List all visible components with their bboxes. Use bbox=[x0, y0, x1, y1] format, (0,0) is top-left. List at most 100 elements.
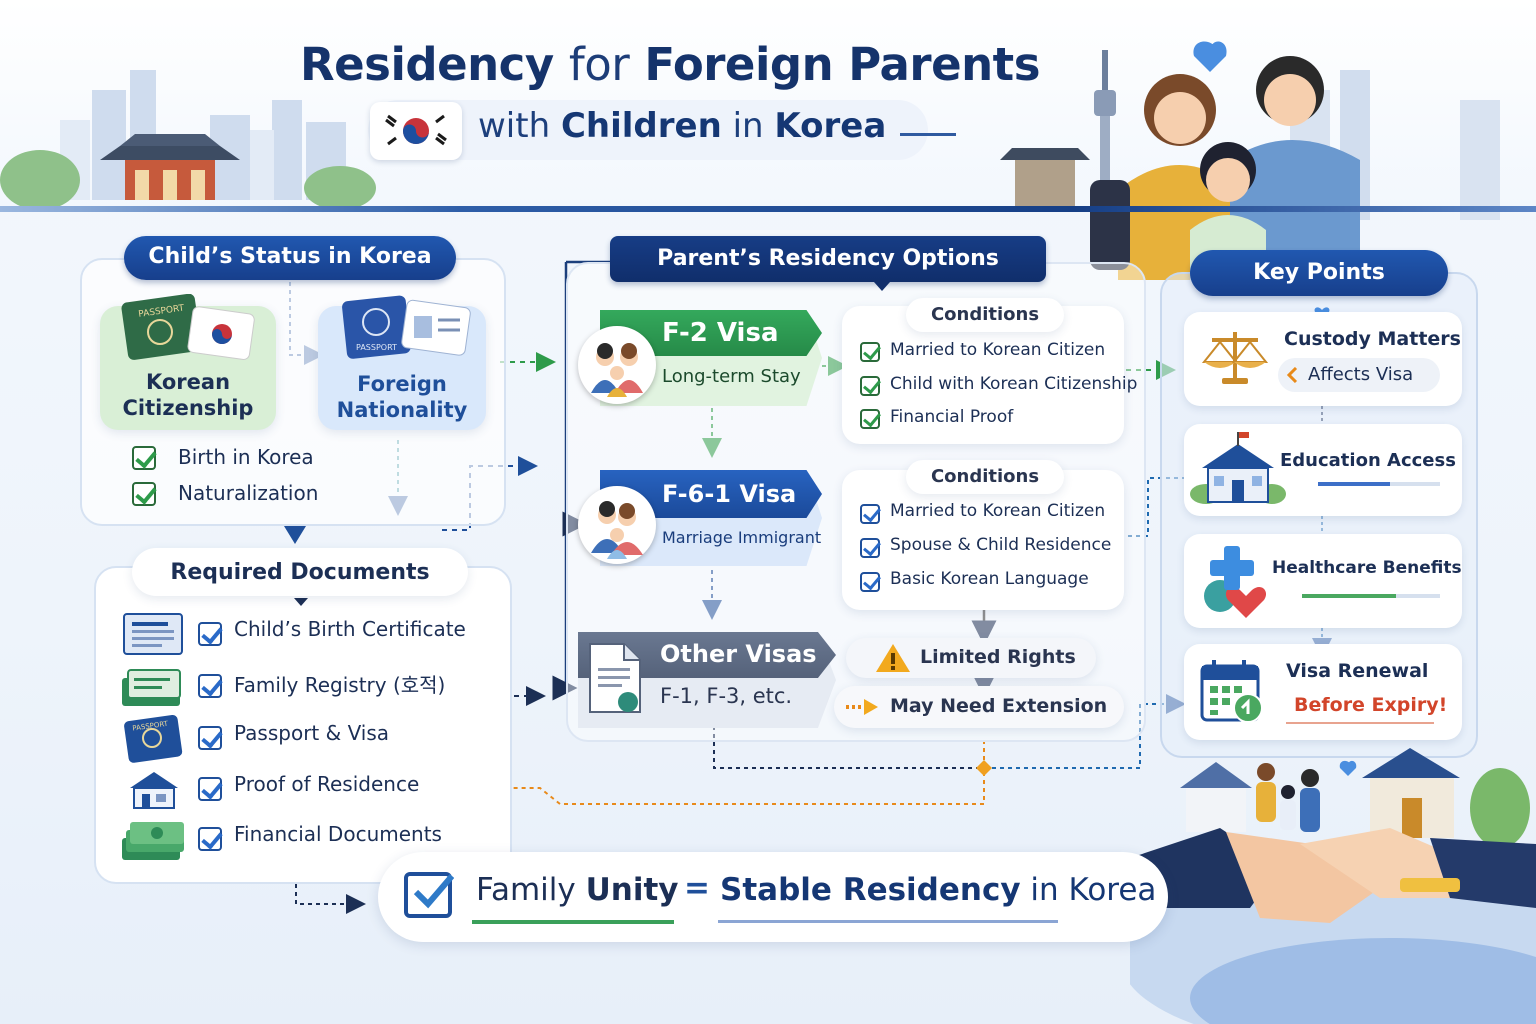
foreign-nationality-card[interactable]: PASSPORT Foreign Nationality bbox=[318, 295, 486, 430]
korea-flag-icon bbox=[370, 102, 462, 160]
f61-visa-desc: Marriage Immigrant bbox=[662, 528, 822, 547]
healthcare-label: Healthcare Benefits bbox=[1272, 558, 1462, 578]
affects-visa-label: Affects Visa bbox=[1308, 364, 1414, 385]
foreign-passport-icon: PASSPORT bbox=[342, 295, 471, 359]
education-underline-rest bbox=[1390, 482, 1440, 486]
f2-condition-item: Financial Proof bbox=[890, 407, 1014, 427]
education-label: Education Access bbox=[1280, 450, 1456, 471]
passport-flag-icon: PASSPORT bbox=[121, 294, 255, 360]
passport-icon: PASSPORT bbox=[124, 714, 183, 763]
footer-text-stable: Stable Residency in Korea bbox=[720, 872, 1157, 908]
healthcare-card[interactable]: Healthcare Benefits bbox=[1184, 534, 1462, 628]
check-icon bbox=[198, 674, 222, 698]
doc-item: Family Registry (호적) bbox=[234, 673, 446, 697]
header-divider bbox=[0, 206, 1536, 212]
education-card[interactable]: Education Access bbox=[1184, 424, 1462, 516]
korean-citizenship-label-1: Korean bbox=[145, 370, 231, 394]
subtitle-dash bbox=[900, 133, 956, 136]
f2-conditions-header: Conditions bbox=[906, 298, 1064, 332]
check-icon bbox=[198, 726, 222, 750]
handshake-illustration bbox=[1130, 748, 1536, 1024]
f2-condition-item: Child with Korean Citizenship bbox=[890, 374, 1138, 394]
education-underline bbox=[1318, 482, 1390, 486]
extension-label: May Need Extension bbox=[890, 695, 1108, 717]
heart-icon bbox=[1193, 41, 1227, 72]
extension-pill: May Need Extension bbox=[834, 686, 1124, 728]
f61-condition-item: Spouse & Child Residence bbox=[890, 535, 1112, 555]
calendar-icon bbox=[1200, 660, 1263, 723]
health-cross-heart-icon bbox=[1204, 546, 1267, 618]
family-registry-icon bbox=[122, 669, 181, 706]
f61-visa-name: F-6-1 Visa bbox=[662, 480, 797, 508]
affects-visa-pill: Affects Visa bbox=[1278, 358, 1440, 392]
family-unity-banner bbox=[378, 852, 1168, 942]
custody-card[interactable]: Custody Matters Affects Visa bbox=[1184, 312, 1462, 406]
namsan-tower-icon bbox=[1094, 50, 1116, 186]
money-icon bbox=[122, 822, 184, 860]
f61-conditions-header: Conditions bbox=[906, 460, 1064, 494]
renewal-card[interactable]: Visa Renewal Before Expiry! bbox=[1184, 644, 1462, 740]
f2-conditions-title: Conditions bbox=[930, 304, 1040, 325]
check-icon bbox=[198, 777, 222, 801]
warning-icon bbox=[876, 644, 910, 672]
skyline-illustration-left bbox=[0, 70, 376, 210]
required-documents-title: Required Documents bbox=[170, 560, 430, 585]
required-documents-header: Required Documents bbox=[132, 548, 468, 596]
footer-equals: = bbox=[684, 870, 710, 906]
check-icon bbox=[132, 446, 156, 470]
korean-citizenship-card[interactable]: PASSPORT Korean Citizenship bbox=[100, 294, 276, 430]
foreign-nationality-label-1: Foreign bbox=[357, 372, 447, 396]
expiry-label: Before Expiry! bbox=[1294, 694, 1448, 716]
school-icon bbox=[1190, 432, 1286, 504]
check-icon bbox=[860, 376, 880, 396]
naturalization-label: Naturalization bbox=[178, 481, 319, 505]
foreign-nationality-label-2: Nationality bbox=[336, 398, 468, 422]
check-icon bbox=[860, 409, 880, 429]
check-icon bbox=[860, 342, 880, 362]
doc-item: Child’s Birth Certificate bbox=[234, 617, 466, 641]
house-icon bbox=[130, 772, 178, 809]
check-icon bbox=[860, 504, 880, 524]
arrow-right-icon bbox=[846, 699, 878, 715]
limited-rights-pill: Limited Rights bbox=[846, 638, 1096, 678]
check-icon bbox=[198, 827, 222, 851]
couple-avatar-icon bbox=[578, 486, 656, 564]
doc-item: Financial Documents bbox=[234, 822, 442, 846]
chevron-left-icon bbox=[1286, 367, 1298, 383]
checkbox-icon bbox=[404, 872, 454, 918]
page-subtitle: with Children in Korea bbox=[478, 106, 887, 146]
doc-item: Proof of Residence bbox=[234, 772, 420, 796]
f61-conditions-title: Conditions bbox=[930, 466, 1040, 487]
birth-in-korea-label: Birth in Korea bbox=[178, 445, 314, 469]
other-visas-desc: F-1, F-3, etc. bbox=[660, 684, 793, 708]
svg-text:PASSPORT: PASSPORT bbox=[356, 343, 397, 352]
healthcare-underline bbox=[1302, 594, 1396, 598]
doc-item: Passport & Visa bbox=[234, 721, 390, 745]
check-icon bbox=[860, 538, 880, 558]
check-icon bbox=[198, 622, 222, 646]
renewal-label: Visa Renewal bbox=[1286, 660, 1429, 682]
footer-underline-blue bbox=[718, 920, 1058, 923]
key-points-title: Key Points bbox=[1190, 250, 1448, 296]
options-title: Parent’s Residency Options bbox=[610, 236, 1046, 282]
f2-visa-desc: Long-term Stay bbox=[662, 366, 801, 387]
healthcare-underline-rest bbox=[1396, 594, 1440, 598]
child-status-title: Child’s Status in Korea bbox=[124, 236, 456, 280]
f2-condition-item: Married to Korean Citizen bbox=[890, 340, 1106, 360]
korean-citizenship-label-2: Citizenship bbox=[122, 396, 254, 420]
page-title: Residency for Foreign Parents bbox=[300, 38, 1040, 91]
birth-certificate-icon bbox=[123, 613, 183, 655]
limited-rights-label: Limited Rights bbox=[920, 646, 1076, 668]
footer-underline-green bbox=[472, 920, 674, 924]
other-visas-name: Other Visas bbox=[660, 640, 817, 668]
document-icon bbox=[589, 643, 641, 713]
footer-text-family: Family Unity bbox=[476, 872, 679, 908]
f2-visa-name: F-2 Visa bbox=[662, 318, 779, 348]
check-icon bbox=[132, 482, 156, 506]
expiry-underline bbox=[1286, 722, 1434, 724]
f61-condition-item: Basic Korean Language bbox=[890, 569, 1089, 589]
family-avatar-icon bbox=[578, 326, 656, 404]
palace-icon bbox=[100, 134, 240, 200]
check-icon bbox=[860, 572, 880, 592]
f61-condition-item: Married to Korean Citizen bbox=[890, 501, 1106, 521]
